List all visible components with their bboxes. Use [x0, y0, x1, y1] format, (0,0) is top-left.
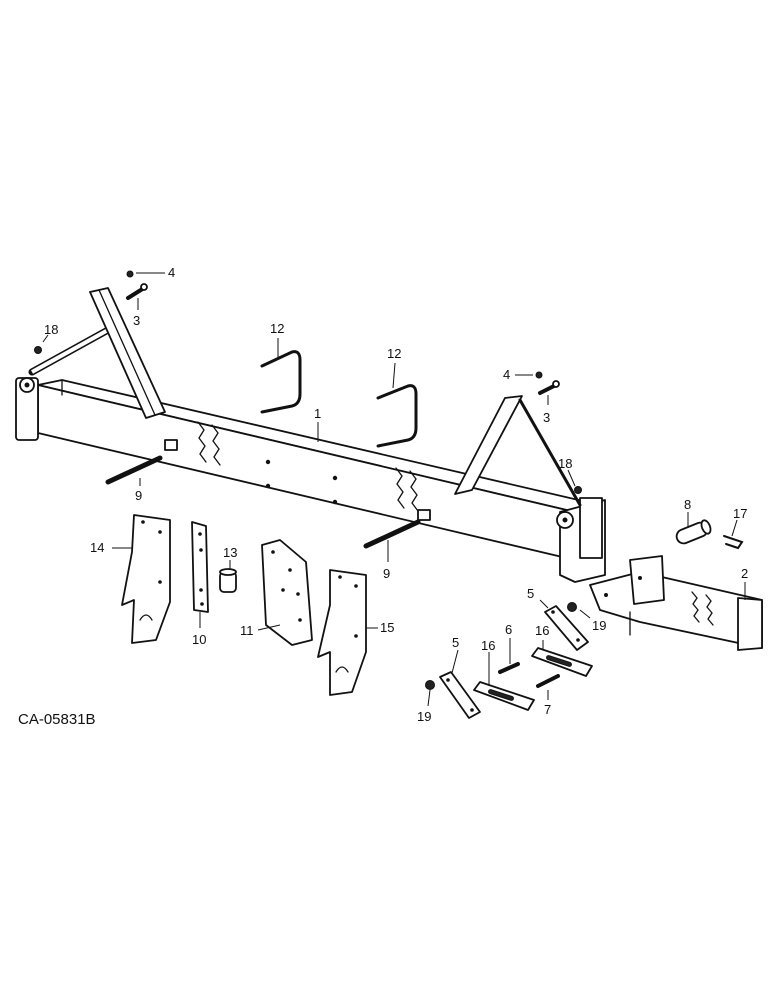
nut-19-lower: [425, 680, 435, 690]
bolt-3-left: [126, 283, 148, 300]
hitch-2: [589, 555, 763, 651]
callout-2: 2: [741, 566, 748, 581]
left-pivot-bracket: [15, 377, 39, 441]
pin-9-right: [363, 519, 421, 549]
grease-fitting-18-left: [34, 346, 42, 354]
left-brace: [89, 287, 166, 419]
right-pivot-bracket: [556, 497, 606, 583]
callout-6: 6: [505, 622, 512, 637]
callout-4-right: 4: [503, 367, 510, 382]
callout-18-right: 18: [558, 456, 572, 471]
callout-3-right: 3: [543, 410, 550, 425]
callout-12-right: 12: [387, 346, 401, 361]
plate-11: [261, 539, 313, 646]
callout-4-left: 4: [168, 265, 175, 280]
callout-7: 7: [544, 702, 551, 717]
shank-14: [121, 514, 171, 644]
grease-fitting-18-right: [574, 486, 582, 494]
callout-12-left: 12: [270, 321, 284, 336]
callout-labels: 4 3 18 12 12 1 4 3 18 9 9 14 13 10 11 15…: [44, 265, 748, 724]
shank-15: [317, 569, 367, 696]
callout-9-left: 9: [135, 488, 142, 503]
link-5-upper: [544, 605, 589, 651]
callout-5-lower: 5: [452, 635, 459, 650]
callout-3-left: 3: [133, 313, 140, 328]
lockwasher-4-left: [126, 270, 134, 278]
spacer-13: [219, 568, 237, 593]
pin-6: [498, 662, 520, 674]
callout-9-right: 9: [383, 566, 390, 581]
u-bolt-12-right: [376, 384, 418, 448]
callout-17: 17: [733, 506, 747, 521]
callout-11: 11: [240, 623, 254, 638]
callout-1: 1: [314, 406, 321, 421]
slotted-strap-16-lower: [473, 681, 535, 711]
callout-13: 13: [223, 545, 237, 560]
callout-16-lower: 16: [481, 638, 495, 653]
bolt-3-right: [538, 380, 560, 395]
callout-5-upper: 5: [527, 586, 534, 601]
leader-lines: [42, 272, 746, 707]
pin-7: [536, 674, 560, 688]
lockwasher-4-right: [535, 371, 543, 379]
callout-18-left: 18: [44, 322, 58, 337]
left-cross-shaft: [28, 326, 112, 376]
callout-19-upper: 19: [592, 618, 606, 633]
pin-9-left: [105, 455, 163, 485]
right-brace: [454, 395, 582, 507]
callout-16-upper: 16: [535, 623, 549, 638]
callout-19-lower: 19: [417, 709, 431, 724]
pin-8: [675, 519, 712, 545]
nut-19-upper: [567, 602, 577, 612]
drawing-code: CA-05831B: [18, 711, 96, 728]
callout-10: 10: [192, 632, 206, 647]
callout-8: 8: [684, 497, 691, 512]
callout-14: 14: [90, 540, 104, 555]
clip-17: [723, 535, 744, 550]
u-bolt-12-left: [260, 350, 302, 414]
link-5-lower: [439, 671, 481, 719]
callout-15: 15: [380, 620, 394, 635]
main-frame-tube: [37, 379, 601, 561]
slotted-strap-16-upper: [531, 647, 593, 677]
plate-10: [191, 521, 209, 613]
